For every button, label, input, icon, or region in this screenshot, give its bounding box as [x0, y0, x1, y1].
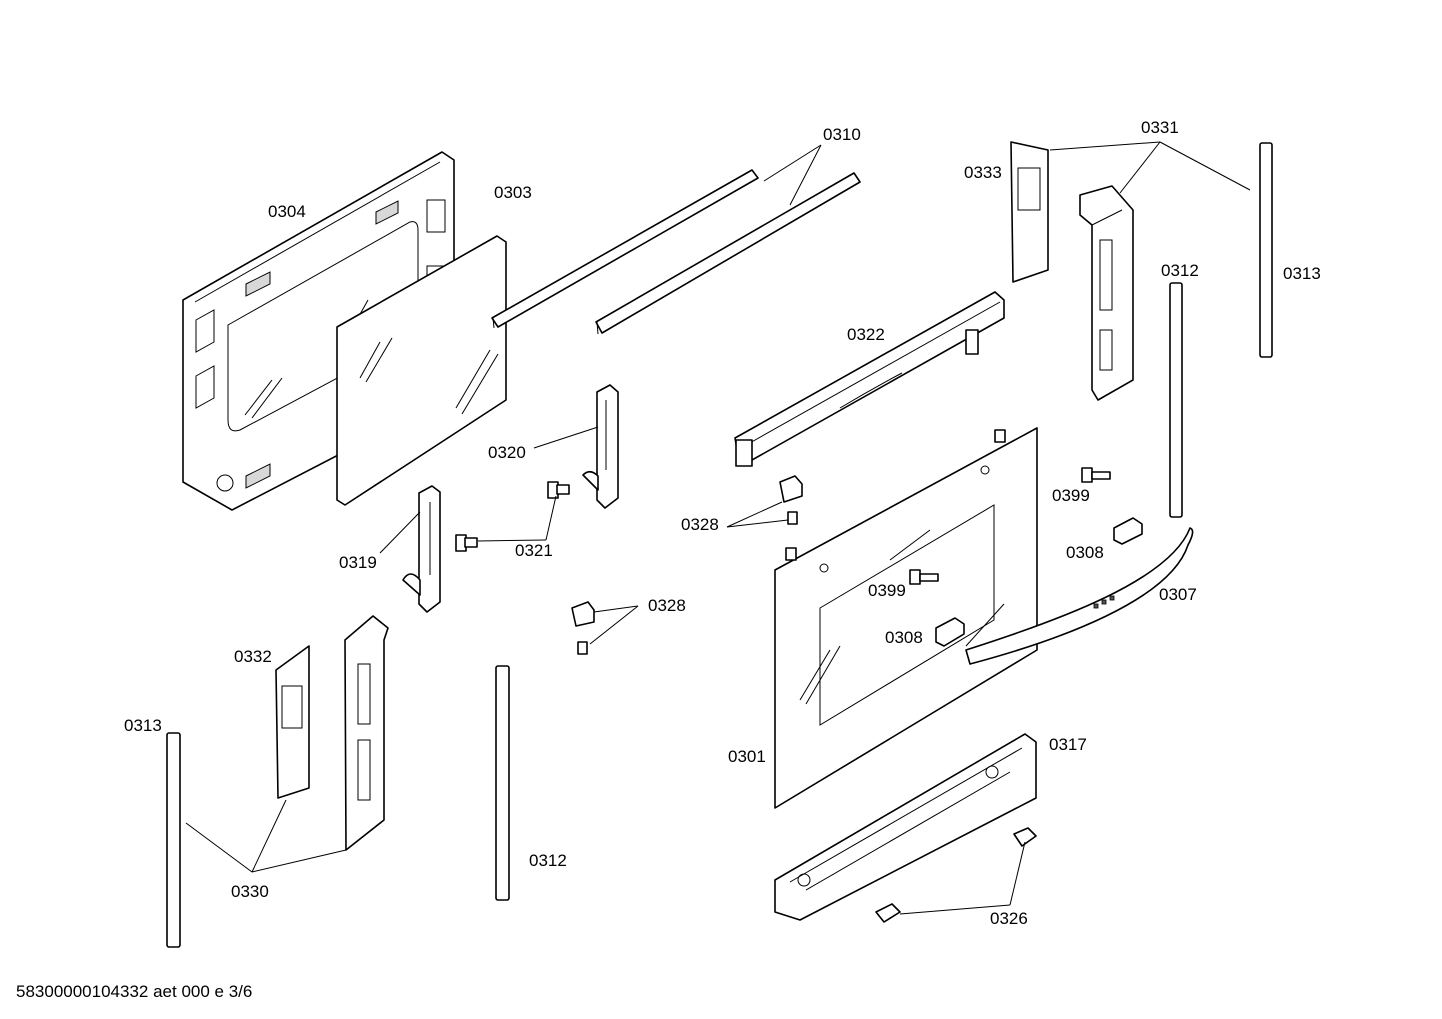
leader-lines [185, 141, 1251, 915]
label-0308-right: 0308 [1066, 543, 1104, 562]
part-0308-blocks [935, 517, 1143, 647]
part-0322-rail [734, 291, 1005, 467]
part-0312-left-strip [495, 665, 510, 901]
part-0317-bottom-trim [774, 733, 1037, 921]
label-0320: 0320 [488, 443, 526, 462]
label-0332: 0332 [234, 647, 272, 666]
label-0328-upper: 0328 [681, 515, 719, 534]
label-0330: 0330 [231, 882, 269, 901]
label-0399-right: 0399 [1052, 486, 1090, 505]
document-reference-footer: 58300000104332 aet 000 e 3/6 [16, 982, 253, 1001]
part-0330-side-bracket [344, 615, 389, 851]
part-0319-hinge [402, 485, 441, 613]
part-0326-clips [875, 827, 1037, 923]
label-0312-right: 0312 [1161, 261, 1199, 280]
label-0322: 0322 [847, 325, 885, 344]
label-0333: 0333 [964, 163, 1002, 182]
label-0310: 0310 [823, 125, 861, 144]
label-0326: 0326 [990, 909, 1028, 928]
part-0333-cover [1010, 141, 1049, 283]
label-0312-left: 0312 [529, 851, 567, 870]
part-0301-outer-door [774, 427, 1038, 809]
label-0307: 0307 [1159, 585, 1197, 604]
label-0304: 0304 [268, 202, 306, 221]
part-0399-bolts [909, 467, 1111, 585]
label-0313-left: 0313 [124, 716, 162, 735]
part-0307-handle [965, 527, 1194, 665]
part-0313-right-strip [1259, 142, 1273, 358]
label-0319: 0319 [339, 553, 377, 572]
label-0331: 0331 [1141, 118, 1179, 137]
label-0301: 0301 [728, 747, 766, 766]
label-0399-center: 0399 [868, 581, 906, 600]
label-0313-right: 0313 [1283, 264, 1321, 283]
part-0313-left-strip [166, 732, 181, 948]
part-0303-glass-pane [336, 235, 507, 506]
part-0332-cover [275, 645, 310, 799]
part-0312-right-strip [1169, 282, 1183, 518]
label-0308-center: 0308 [885, 628, 923, 647]
part-0310-strips [491, 169, 861, 335]
label-0328-lower: 0328 [648, 596, 686, 615]
label-0303: 0303 [494, 183, 532, 202]
part-0331-side-bracket [1079, 185, 1134, 401]
part-0321-screws [455, 481, 570, 552]
label-0317: 0317 [1049, 735, 1087, 754]
part-0320-hinge [582, 384, 619, 509]
part-0328-clips [571, 475, 803, 655]
label-0321: 0321 [515, 541, 553, 560]
